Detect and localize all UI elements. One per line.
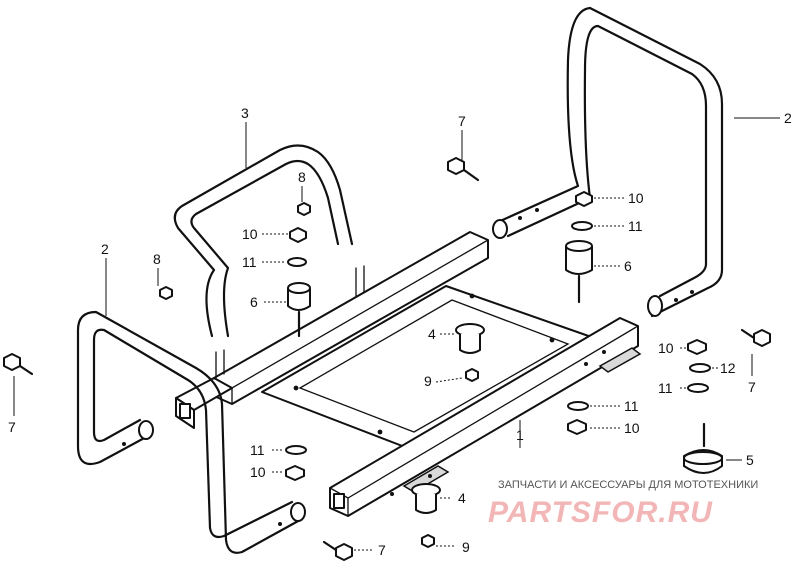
callout-11-right-mid: 11	[658, 380, 673, 396]
callout-7-right: 7	[748, 379, 756, 395]
callout-7-left: 7	[8, 419, 16, 435]
rubber-foot-icon	[683, 422, 723, 474]
callout-10-right-mid: 10	[658, 340, 674, 356]
bolt-small-icon	[159, 202, 311, 300]
callout-10-top: 10	[242, 226, 258, 242]
watermark: ЗАПЧАСТИ И АКСЕССУАРЫ ДЛЯ МОТОТЕХНИКИ PA…	[488, 479, 758, 529]
callout-10-right-lower: 10	[624, 420, 640, 436]
washer-icon	[285, 221, 711, 455]
callouts: 1 2 2 3 4 4 5 6 6 7 7 7 7 8 8 9 9 10 10 …	[8, 105, 792, 558]
callout-4-top: 4	[428, 326, 436, 342]
bolt-icon	[3, 353, 34, 376]
rubber-mount-icon	[287, 240, 593, 338]
callout-8-left: 8	[153, 251, 161, 267]
callout-11-right-upper: 11	[628, 218, 643, 234]
callout-9-bottom: 9	[462, 539, 470, 555]
callout-1: 1	[516, 427, 524, 443]
callout-6-left: 6	[250, 294, 258, 310]
callout-6-right: 6	[624, 258, 632, 274]
callout-8-top: 8	[298, 169, 306, 185]
callout-7-top: 7	[458, 113, 466, 129]
leader-lines	[13, 117, 780, 551]
callout-11-right-lower: 11	[624, 398, 639, 414]
callout-5: 5	[746, 452, 754, 468]
callout-2-right: 2	[784, 110, 792, 126]
bar-top	[173, 144, 354, 338]
nut-icon	[285, 191, 707, 481]
callout-2-left: 2	[101, 241, 109, 257]
callout-3: 3	[241, 105, 249, 121]
handle-right	[492, 6, 724, 318]
callout-11-top: 11	[242, 254, 257, 270]
callout-10-lower-left: 10	[250, 464, 266, 480]
screw-icon	[421, 368, 479, 548]
watermark-tagline: ЗАПЧАСТИ И АКСЕССУАРЫ ДЛЯ МОТОТЕХНИКИ	[498, 479, 758, 491]
callout-7-bottom: 7	[378, 542, 386, 558]
watermark-brand: PARTSFOR.RU	[488, 496, 713, 529]
bolt-icon	[447, 157, 480, 182]
bolt-icon	[740, 328, 771, 347]
callout-4-bottom: 4	[458, 490, 466, 506]
main-frame	[175, 231, 642, 517]
callout-11-lower-left: 11	[250, 442, 265, 458]
hardware	[3, 157, 771, 561]
bolt-icon	[322, 540, 353, 561]
rubber-stopper-icon	[411, 323, 485, 514]
callout-12: 12	[720, 360, 736, 376]
callout-9-top: 9	[424, 373, 432, 389]
callout-10-right-upper: 10	[628, 190, 644, 206]
handle-left	[76, 310, 306, 554]
